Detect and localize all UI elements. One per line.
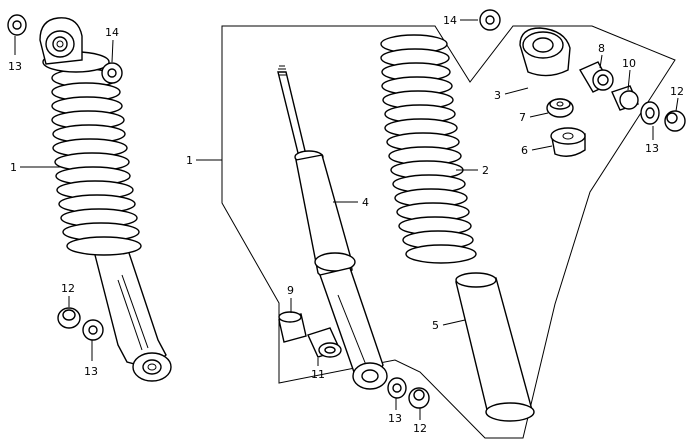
leader-lines [14,19,679,420]
washer-13-top-left [7,14,27,36]
nut-7 [546,98,574,118]
nut-12-right [664,110,686,132]
callout-12: 12 [670,85,684,98]
callout-labels: 13 14 1 12 13 1 4 9 11 14 2 5 3 7 6 8 10… [8,14,684,435]
spring-2 [380,34,477,264]
nut-12-left [57,307,81,329]
washer-14-left [101,62,123,84]
bushing-11 [307,327,342,358]
assembly-group-outline [221,25,676,439]
assembled-shock-absorber [39,17,172,382]
callout-4: 4 [362,196,369,209]
callout-13: 13 [84,365,98,378]
washer-13-right [640,101,660,125]
bushing-9 [278,311,307,343]
callout-5: 5 [432,319,439,332]
cover-tube-5 [455,272,535,422]
callout-3: 3 [494,89,501,102]
collar-10 [611,85,639,111]
callout-6: 6 [521,144,528,157]
callout-8: 8 [598,42,605,55]
callout-2: 2 [482,164,489,177]
callout-7: 7 [519,111,526,124]
callout-12: 12 [61,282,75,295]
washer-14-right [479,9,501,31]
callout-14: 14 [105,26,119,39]
callout-13: 13 [645,142,659,155]
washer-13-bottom [387,377,407,399]
callout-11: 11 [311,368,325,381]
callout-14: 14 [443,14,457,27]
callout-9: 9 [287,284,294,297]
callout-12: 12 [413,422,427,435]
rubber-6 [550,127,586,157]
washer-13-lower-left [82,319,104,341]
callout-13: 13 [8,60,22,73]
upper-seat-3 [519,27,571,77]
nut-12-bottom [408,387,430,409]
callout-1: 1 [186,154,193,167]
bushing-8 [578,61,614,93]
callout-13: 13 [388,412,402,425]
callout-10: 10 [622,57,636,70]
callout-1: 1 [10,161,17,174]
damper-unit [277,65,388,390]
spring-coils-left [51,68,142,256]
